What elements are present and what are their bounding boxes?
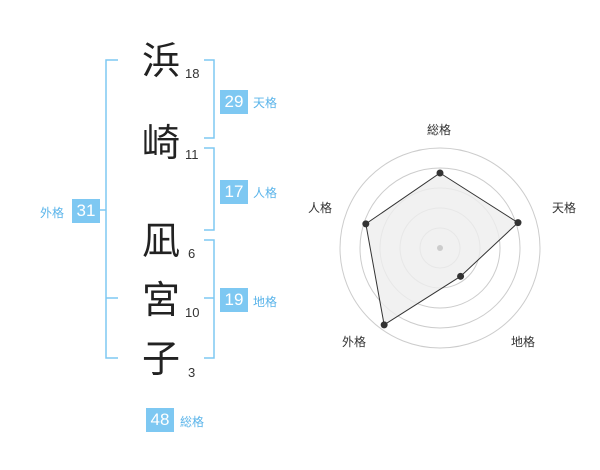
radar-point-4 bbox=[380, 321, 388, 329]
radar-ring-4 bbox=[359, 167, 521, 329]
tenkaku-bracket bbox=[204, 59, 215, 139]
jinkaku-bracket bbox=[204, 147, 215, 231]
radar-point-1 bbox=[436, 169, 444, 177]
stroke-count-2: 11 bbox=[185, 147, 199, 162]
name-char-2: 崎 bbox=[141, 121, 180, 165]
radar-center-dot bbox=[437, 245, 443, 251]
name-char-1: 浜 bbox=[141, 39, 180, 83]
gaikaku-bracket bbox=[105, 59, 118, 359]
stroke-count-1: 18 bbox=[185, 66, 200, 81]
tenkaku-label: 天格 bbox=[253, 96, 278, 110]
gaikaku-value: 31 bbox=[72, 199, 100, 223]
radar-axis-label-chikaku: 地格 bbox=[511, 335, 536, 349]
soukaku-value: 48 bbox=[146, 408, 174, 432]
chikaku-value: 19 bbox=[220, 288, 248, 312]
name-char-5: 子 bbox=[141, 337, 180, 381]
stroke-count-3: 6 bbox=[188, 246, 196, 261]
radar-point-5 bbox=[362, 220, 370, 228]
name-char-3: 凪 bbox=[141, 219, 180, 263]
radar-axis-label-soukaku: 総格 bbox=[427, 123, 452, 137]
radar-axis-label-jinkaku: 人格 bbox=[308, 201, 333, 215]
soukaku-label: 総格 bbox=[180, 415, 205, 429]
chikaku-bracket bbox=[204, 239, 215, 359]
jinkaku-value: 17 bbox=[220, 180, 248, 204]
jinkaku-label: 人格 bbox=[253, 186, 278, 200]
stroke-count-4: 10 bbox=[185, 305, 200, 320]
chikaku-label: 地格 bbox=[253, 295, 278, 309]
radar-point-2 bbox=[514, 219, 522, 227]
radar-axis-label-gaikaku: 外格 bbox=[342, 335, 367, 349]
radar-axis-label-tenkaku: 天格 bbox=[552, 201, 577, 215]
gaikaku-label: 外格 bbox=[40, 206, 65, 220]
radar-point-3 bbox=[457, 272, 465, 280]
name-char-4: 宮 bbox=[141, 278, 180, 322]
radar-ring-5 bbox=[339, 147, 541, 349]
stroke-count-5: 3 bbox=[188, 365, 196, 380]
tenkaku-value: 29 bbox=[220, 90, 248, 114]
